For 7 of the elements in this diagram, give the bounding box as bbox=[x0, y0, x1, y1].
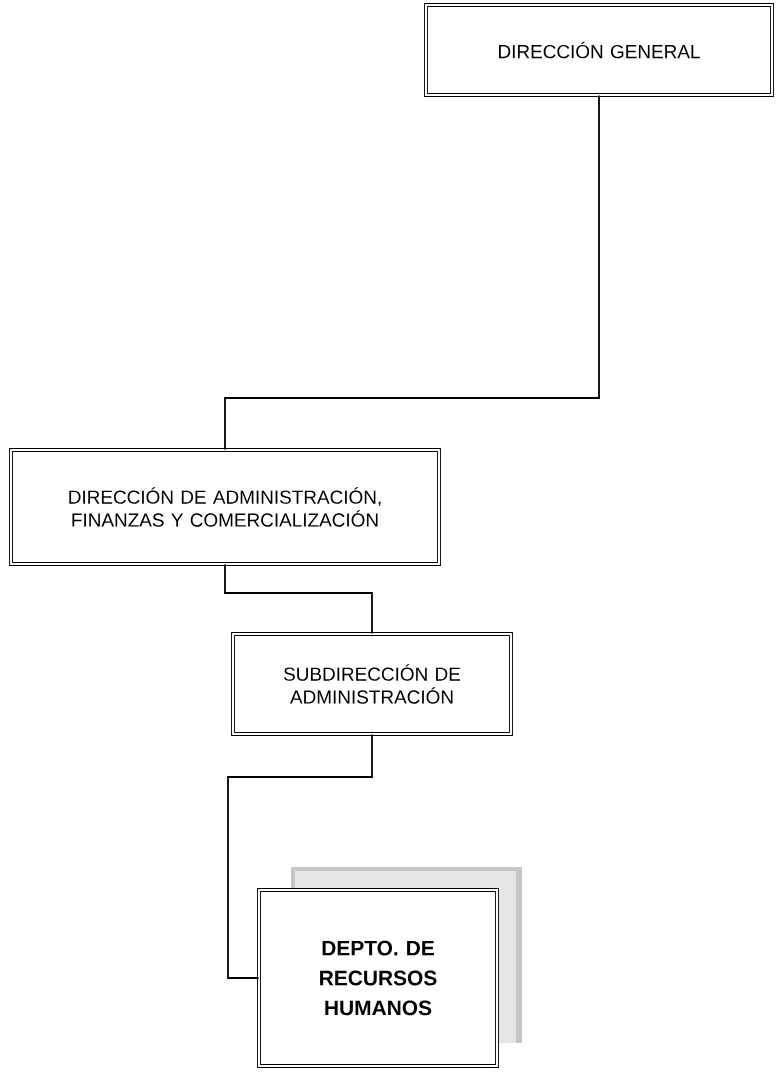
office-box: DIRECCIÓN DE ADMINISTRACIÓN, FINANZAS Y COMERCIALIZACIÓN bbox=[9, 448, 441, 566]
department-box: DEPTO. DE RECURSOS HUMANOS bbox=[257, 867, 522, 1068]
connector-line bbox=[224, 94, 600, 451]
connector-line bbox=[227, 733, 373, 979]
office-box: SUBDIRECCIÓN DE ADMINISTRACIÓN bbox=[231, 632, 513, 736]
connector-line bbox=[224, 563, 373, 635]
office-box: DIRECCIÓN GENERAL bbox=[424, 3, 774, 97]
